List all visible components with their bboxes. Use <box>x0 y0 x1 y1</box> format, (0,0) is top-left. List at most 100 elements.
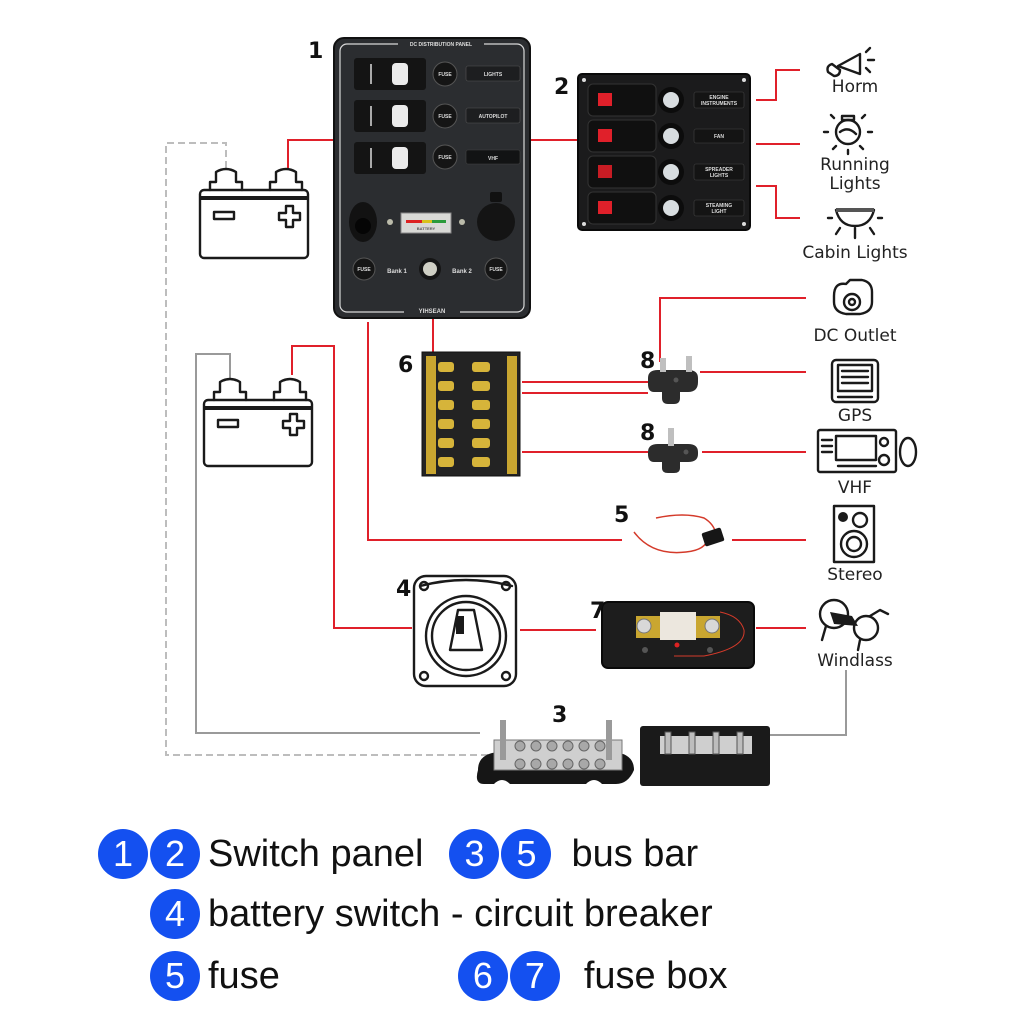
battery-body <box>198 188 310 260</box>
circuit-label-vhf: VHF <box>488 156 498 162</box>
legend-text-fuse-box: fuse box <box>583 954 728 997</box>
vhf-label: VHF <box>838 478 872 498</box>
stereo-label: Stereo <box>827 565 882 585</box>
fuse-holder[interactable]: FUSE <box>432 61 458 87</box>
wire-horn <box>756 69 800 101</box>
component-number-1: 1 <box>308 39 323 64</box>
bus-screw <box>594 740 606 752</box>
rocker-switch-steaming-light[interactable] <box>587 191 657 225</box>
svg-text:FUSE: FUSE <box>357 267 371 273</box>
rocker-switch-lights[interactable] <box>354 58 426 90</box>
fuse-clip <box>472 381 490 391</box>
bus-screw <box>546 740 558 752</box>
horn-icon <box>826 46 876 78</box>
vhf-radio-icon <box>816 428 898 474</box>
rocker-switch-vhf[interactable] <box>354 142 426 174</box>
component-number-5: 5 <box>614 503 629 528</box>
bus-screw <box>562 758 574 770</box>
windlass-icon <box>818 598 850 630</box>
rocker-switch-spreader-lights[interactable] <box>587 155 657 189</box>
legend-badge: 5 <box>150 951 200 1001</box>
battery-switch[interactable] <box>412 574 518 688</box>
breaker-button[interactable] <box>658 195 684 221</box>
circuit-label-engine-instruments: ENGINE <box>709 95 729 101</box>
block-stud <box>688 731 696 755</box>
cabin-lights-icon <box>826 208 884 240</box>
fuse-clip <box>472 362 490 372</box>
vhf-device: VHF <box>816 428 918 498</box>
bus-screw <box>578 758 590 770</box>
cabin-lights-device: Cabin Lights <box>802 208 908 263</box>
horn-device: Horm <box>826 46 878 97</box>
gps-label: GPS <box>838 406 872 426</box>
fuse-clip <box>472 400 490 410</box>
block-stud <box>712 731 720 755</box>
bus-screw <box>514 758 526 770</box>
rocker-switch-autopilot[interactable] <box>354 100 426 132</box>
breaker-button[interactable] <box>658 87 684 113</box>
legend-text-switch-panel: Switch panel <box>208 832 424 875</box>
bus-screw <box>546 758 558 770</box>
circuit-label-autopilot: AUTOPILOT <box>479 114 508 120</box>
fuse-clip <box>438 457 454 467</box>
fuse-holder[interactable]: FUSE <box>432 144 458 170</box>
legend-badge: 7 <box>509 951 560 1001</box>
fuse-holder-bank2[interactable]: FUSE <box>484 257 508 281</box>
svg-text:FUSE: FUSE <box>438 72 452 78</box>
cigarette-socket[interactable] <box>477 192 515 241</box>
wire-cabin-lights <box>756 185 800 219</box>
windlass-label: Windlass <box>817 651 893 671</box>
vhf-mic-icon <box>898 436 918 468</box>
fuse-clips <box>438 362 490 467</box>
terminal-stud-1 <box>648 356 698 404</box>
minus-icon <box>216 418 240 429</box>
fuse-clip <box>438 400 454 410</box>
svg-text:INSTRUMENTS: INSTRUMENTS <box>701 101 738 107</box>
battery-1 <box>198 167 310 260</box>
wire-terminal-dcoutlet <box>659 297 806 362</box>
legend-badge: 6 <box>457 951 508 1001</box>
fuse-holder-bank1[interactable]: FUSE <box>352 257 376 281</box>
gps-device: GPS <box>830 358 880 426</box>
bank-selector-button[interactable] <box>419 258 441 280</box>
bus-screw <box>594 758 606 770</box>
bank2-label: Bank 2 <box>452 269 472 275</box>
fuse-holder[interactable]: FUSE <box>432 103 458 129</box>
bus-screw <box>530 758 542 770</box>
fuse-clip <box>438 419 454 429</box>
windlass-device: Windlass <box>817 598 893 671</box>
horn-label: Horm <box>832 77 878 97</box>
component-number-6: 6 <box>398 353 413 378</box>
cabin-lights-label: Cabin Lights <box>802 243 907 263</box>
terminal-stud-2 <box>648 428 698 473</box>
fuse-clip <box>472 438 490 448</box>
block-stud <box>664 731 672 755</box>
svg-text:LIGHTS: LIGHTS <box>710 173 729 179</box>
running-lights-label-1: Running <box>820 155 890 175</box>
fuse-clip <box>438 438 454 448</box>
running-lights-device: Running Lights <box>820 113 890 194</box>
battery-positive-post <box>272 377 308 402</box>
rocker-switch-engine-instruments[interactable] <box>587 83 657 117</box>
breaker-button[interactable] <box>658 159 684 185</box>
component-number-2: 2 <box>554 75 569 100</box>
breaker-button[interactable] <box>658 123 684 149</box>
battery-positive-post <box>268 167 304 192</box>
rocker-switch-fan[interactable] <box>587 119 657 153</box>
circuit-label-fan: FAN <box>714 134 724 140</box>
component-number-3: 3 <box>552 703 567 728</box>
anl-fuse-holder <box>601 601 755 669</box>
ground-wire-battery2 <box>195 353 480 734</box>
fuse-clip <box>472 457 490 467</box>
bus-bar <box>476 720 634 784</box>
legend-text-fuse: fuse <box>208 954 280 997</box>
legend-badge: 4 <box>150 889 200 939</box>
legend-badge: 5 <box>501 829 552 879</box>
positive-wires <box>287 69 806 631</box>
usb-socket[interactable] <box>349 202 377 242</box>
battery-body <box>202 398 314 468</box>
bus-screw <box>514 740 526 752</box>
battery-negative-post <box>212 377 248 402</box>
svg-text:BATTERY: BATTERY <box>417 226 436 231</box>
